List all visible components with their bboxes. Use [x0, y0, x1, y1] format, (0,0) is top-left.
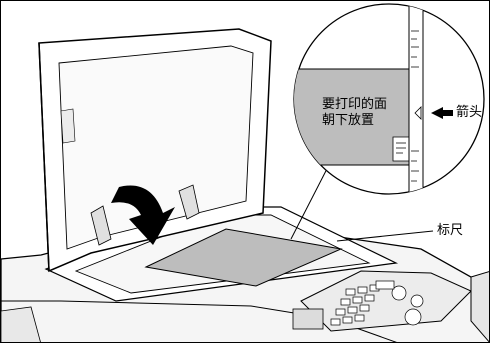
printer-side	[470, 271, 489, 342]
hinge-left	[90, 205, 112, 246]
lid-latch	[60, 108, 76, 144]
ruler-ticks	[411, 30, 419, 182]
paper-tray	[1, 306, 41, 342]
curved-arrow-icon	[111, 185, 175, 245]
control-buttons	[330, 280, 424, 326]
scanner-lid-edge	[38, 42, 50, 272]
hinge-right	[178, 184, 200, 220]
ruler-label: 标尺	[437, 223, 464, 238]
document-on-glass	[144, 228, 343, 287]
ruler-arrow-mark	[414, 106, 422, 120]
face-down-label-line1: 要打印的面	[322, 97, 388, 112]
arrow-label: 箭头	[456, 105, 483, 120]
display-screen	[292, 308, 324, 330]
face-down-label: 要打印的面 朝下放置	[322, 97, 392, 129]
face-down-label-line2: 朝下放置	[322, 113, 375, 128]
scanner-lid-inner	[58, 45, 254, 250]
arrow-pointer-icon	[431, 107, 453, 119]
ruler-strip	[408, 4, 424, 194]
ruler-pointer-line	[336, 230, 434, 242]
document-corner-fold	[392, 136, 410, 162]
zoom-pointer-line	[290, 160, 332, 240]
zoom-document	[294, 68, 410, 166]
